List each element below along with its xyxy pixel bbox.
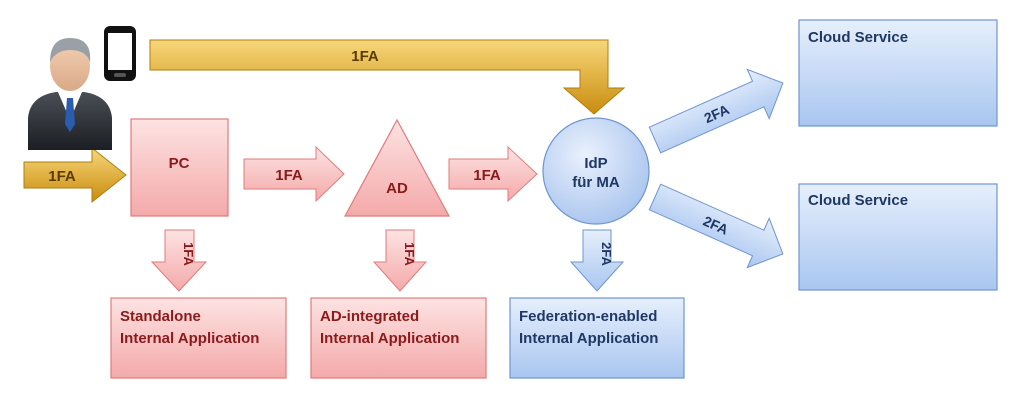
arrow-phone-to-idp: 1FA: [149, 39, 626, 115]
arrow-label-top: 1FA: [351, 48, 379, 65]
arrow-idp-to-app: 2FA: [569, 229, 625, 292]
arrow-label-pc-app: 1FA: [181, 242, 196, 266]
cloud-service-1: Cloud Service: [798, 19, 998, 127]
cloud-service-2: Cloud Service: [798, 183, 998, 291]
arrow-label-pc-ad: 1FA: [275, 167, 303, 184]
idp-label-line1: IdP: [584, 155, 607, 172]
arrow-label-user-pc: 1FA: [48, 168, 76, 185]
app1-label-line1: Standalone: [120, 308, 201, 325]
app3-label-line1: Federation-enabled: [519, 308, 657, 325]
federation-enabled-internal-application: Federation-enabled Internal Application: [509, 297, 685, 379]
idp-node: IdP für MA: [542, 117, 650, 225]
arrow-idp-to-cloud-1: 2FA: [648, 68, 784, 154]
arrow-label-idp-app: 2FA: [599, 242, 614, 266]
pc-label: PC: [169, 155, 190, 172]
ad-node: AD: [343, 118, 451, 217]
idp-label-line2: für MA: [572, 174, 620, 191]
arrow-ad-to-idp: 1FA: [448, 145, 538, 203]
app2-label-line1: AD-integrated: [320, 308, 419, 325]
arrow-ad-to-app: 1FA: [372, 229, 428, 292]
user-icon: [28, 38, 112, 150]
app2-label-line2: Internal Application: [320, 330, 459, 347]
app1-label-line2: Internal Application: [120, 330, 259, 347]
ad-integrated-internal-application: AD-integrated Internal Application: [310, 297, 487, 379]
arrow-pc-to-ad: 1FA: [243, 145, 345, 203]
ad-label: AD: [386, 180, 408, 197]
cloud-service-1-label: Cloud Service: [808, 29, 908, 46]
arrow-idp-to-cloud-2: 2FA: [648, 183, 784, 269]
arrow-label-ad-idp: 1FA: [473, 167, 501, 184]
arrow-label-ad-app: 1FA: [402, 242, 417, 266]
mobile-phone-icon: [104, 26, 136, 81]
arrow-pc-to-app: 1FA: [150, 229, 208, 292]
app3-label-line2: Internal Application: [519, 330, 658, 347]
pc-node: PC: [130, 118, 229, 217]
standalone-internal-application: Standalone Internal Application: [110, 297, 287, 379]
arrow-user-to-pc: 1FA: [23, 146, 127, 204]
cloud-service-2-label: Cloud Service: [808, 192, 908, 209]
